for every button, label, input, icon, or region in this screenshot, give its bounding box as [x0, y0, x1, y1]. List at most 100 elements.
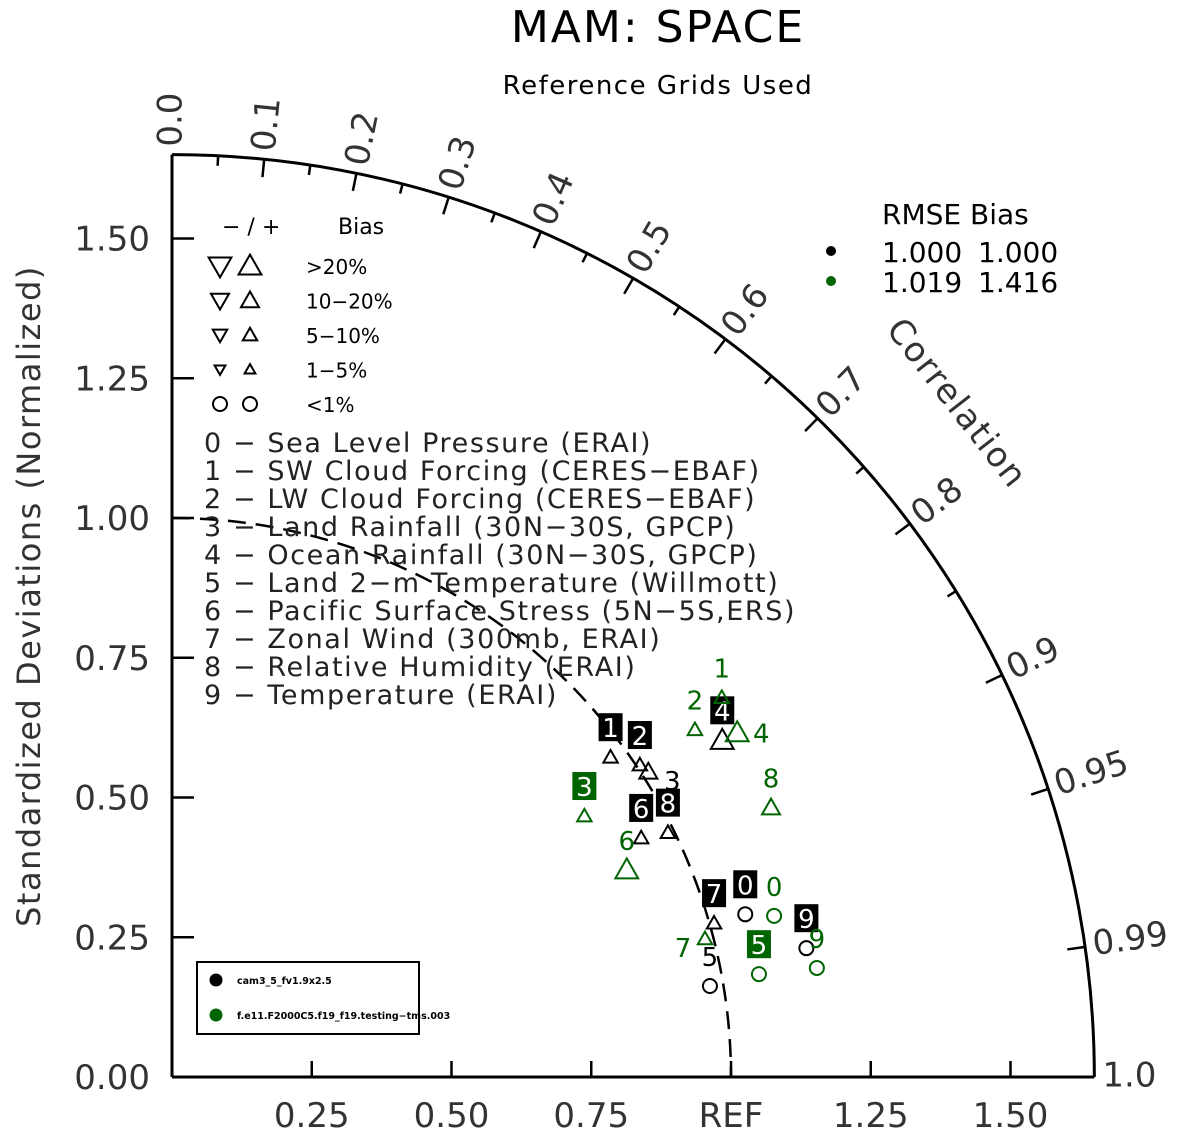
data-point: 8: [760, 765, 782, 816]
corr-tick-label: 0.0: [151, 93, 191, 147]
point-label: 8: [660, 790, 677, 820]
point-label: 4: [753, 720, 770, 750]
data-point: 0: [733, 870, 758, 923]
point-marker: [705, 913, 723, 930]
point-label: 0: [737, 871, 754, 901]
data-point: 8: [655, 788, 680, 840]
point-label: 2: [687, 687, 704, 717]
corr-tick-label: 0.99: [1090, 914, 1171, 964]
corr-tick: [442, 196, 450, 215]
corr-tick-label: 0.95: [1049, 742, 1133, 804]
model-legend-label: f.e11.F2000C5.f19_f19.testing−tms.003: [237, 1011, 450, 1022]
x-tick-label: 0.25: [274, 1096, 350, 1135]
corr-tick-label: 0.5: [619, 214, 681, 281]
x-tick-label: 1.25: [833, 1096, 909, 1135]
down-triangle-icon: [209, 292, 231, 312]
y-tick-label: 1.50: [74, 220, 150, 260]
up-triangle-icon: [236, 252, 264, 276]
data-point: 1: [712, 655, 731, 704]
model-legend-box: [196, 961, 420, 1035]
data-point: 2: [627, 721, 652, 772]
series-dot-icon: [826, 276, 836, 286]
stats-bias: 1.000: [978, 236, 1058, 269]
y-tick-label: 0.00: [74, 1058, 150, 1098]
series-dot-icon: [826, 246, 836, 256]
point-label: 6: [618, 827, 635, 857]
point-label: 8: [763, 765, 780, 795]
point-label-box: [655, 788, 680, 817]
data-point: 4: [724, 719, 770, 750]
point-marker: [750, 966, 767, 983]
y-tick-label: 0.50: [74, 779, 150, 819]
corr-minor-tick: [307, 164, 312, 176]
chart-subtitle: Reference Grids Used: [503, 71, 814, 101]
point-label: 5: [702, 943, 719, 973]
point-label-box: [733, 870, 758, 899]
data-point: 5: [746, 930, 771, 983]
up-triangle-icon: [241, 325, 259, 342]
corr-tick: [532, 231, 543, 249]
corr-tick: [804, 417, 819, 433]
x-tick-label: REF: [699, 1096, 764, 1135]
data-point: 1: [598, 713, 623, 764]
model-legend-label: cam3_5_fv1.9x2.5: [237, 976, 332, 987]
x-tick-label: 0.50: [414, 1096, 490, 1135]
variable-label: 2 − LW Cloud Forcing (CERES−EBAF): [204, 484, 756, 515]
point-label: 4: [714, 697, 731, 727]
corr-tick: [1030, 787, 1049, 796]
point-label-box: [710, 696, 735, 725]
point-marker: [798, 940, 815, 957]
y-tick-label: 0.75: [74, 639, 150, 679]
corr-minor-tick: [216, 155, 220, 166]
stats-bias: 1.416: [978, 266, 1058, 299]
corr-tick-label: 0.9: [1000, 629, 1066, 689]
corr-minor-tick: [946, 590, 957, 598]
point-label: 1: [602, 714, 619, 744]
data-point: 4: [709, 696, 736, 750]
up-triangle-icon: [239, 289, 261, 309]
corr-tick: [1067, 945, 1086, 951]
point-label: 7: [675, 934, 692, 964]
point-label-box: [627, 721, 652, 750]
corr-tick-label: 0.2: [337, 108, 387, 169]
point-label: 9: [809, 925, 826, 955]
bias-legend-label: <1%: [306, 393, 355, 417]
variable-label: 9 − Temperature (ERAI): [204, 680, 558, 711]
variable-label: 3 − Land Rainfall (30N−30S, GPCP): [204, 512, 736, 543]
variable-label: 8 − Relative Humidity (ERAI): [204, 652, 636, 683]
point-label-box: [572, 772, 597, 801]
stats-header: RMSE Bias: [882, 198, 1029, 231]
point-label: 6: [633, 795, 650, 825]
point-marker: [808, 959, 825, 976]
data-point: 0: [766, 873, 783, 924]
point-label: 7: [706, 880, 723, 910]
down-triangle-icon: [212, 364, 228, 377]
corr-minor-tick: [398, 183, 404, 194]
data-point: 5: [702, 943, 719, 995]
corr-tick-label: 0.6: [713, 277, 777, 344]
point-label: 2: [632, 722, 649, 752]
model-dot-icon: [209, 1008, 223, 1022]
data-point: 3: [572, 772, 597, 823]
point-marker: [712, 688, 731, 704]
x-tick-label: 1.50: [973, 1096, 1049, 1135]
corr-tick: [894, 522, 911, 536]
circle-icon: [212, 396, 228, 412]
point-marker: [632, 828, 651, 845]
bias-legend-sign-header: − / +: [222, 215, 280, 240]
variable-label: 7 − Zonal Wind (300mb, ERAI): [204, 624, 661, 655]
bias-legend: − / +Bias>20%10−20%5−10%1−5%<1%: [206, 215, 393, 417]
variable-label: 6 − Pacific Surface Stress (5N−5S,ERS): [204, 596, 796, 627]
up-triangle-icon: [242, 362, 258, 375]
model-legend: cam3_5_fv1.9x2.5 f.e11.F2000C5.f19_f19.te…: [196, 961, 450, 1035]
point-marker: [613, 856, 640, 880]
corr-tick-label: 0.3: [431, 131, 485, 195]
bias-legend-label: 1−5%: [306, 359, 367, 383]
data-point: 6: [629, 793, 654, 845]
corr-minor-tick: [764, 375, 773, 385]
point-marker: [766, 907, 783, 924]
point-label: 0: [766, 873, 783, 903]
